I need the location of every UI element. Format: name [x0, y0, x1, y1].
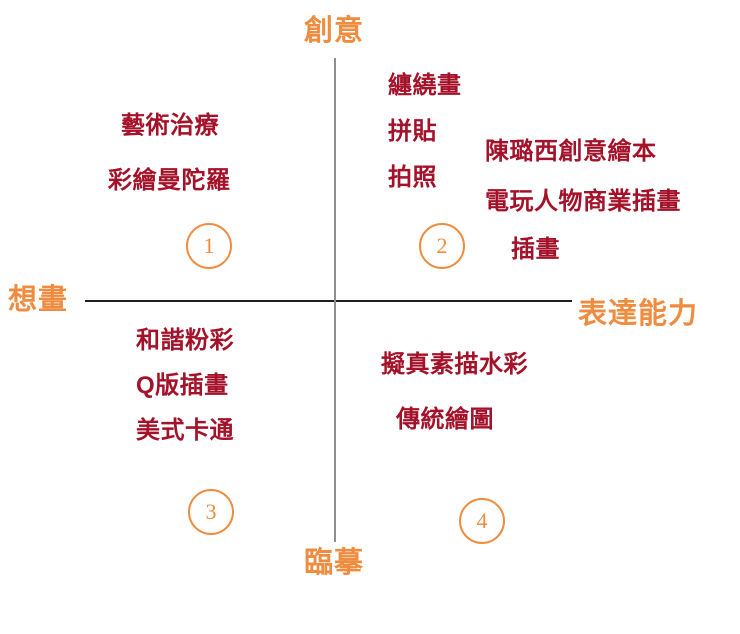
- quadrant-number-badge: 4: [459, 498, 505, 544]
- vertical-axis-line: [334, 58, 336, 542]
- quadrant-item: 傳統繪圖: [396, 406, 494, 433]
- horizontal-axis-line: [85, 300, 572, 302]
- quadrant-item: 美式卡通: [136, 417, 234, 444]
- axis-label-bottom: 臨摹: [303, 547, 364, 579]
- axis-label-right: 表達能力: [578, 298, 699, 330]
- quadrant-number-label: 1: [203, 233, 215, 258]
- quadrant-item: 插畫: [511, 236, 560, 263]
- quadrant-number-label: 4: [476, 508, 488, 533]
- quadrant-item: 拍照: [388, 164, 437, 191]
- axis-label-left: 想畫: [8, 284, 69, 316]
- quadrant-item: 電玩人物商業插畫: [485, 188, 681, 215]
- quadrant-item: 纏繞畫: [388, 72, 462, 99]
- quadrant-item: 拼貼: [388, 118, 437, 145]
- quadrant-item: 陳璐西創意繪本: [485, 138, 657, 165]
- quadrant-item: 彩繪曼陀羅: [108, 167, 231, 194]
- quadrant-number-label: 2: [436, 233, 448, 258]
- axis-label-top: 創意: [303, 15, 364, 47]
- quadrant-item: 和諧粉彩: [136, 327, 234, 354]
- quadrant-item: 擬真素描水彩: [381, 351, 528, 378]
- quadrant-number-badge: 1: [186, 223, 232, 269]
- quadrant-number-badge: 3: [188, 489, 234, 535]
- quadrant-number-label: 3: [205, 499, 217, 524]
- quadrant-item: 藝術治療: [121, 112, 219, 139]
- quadrant-item: Q版插畫: [136, 372, 229, 399]
- quadrant-number-badge: 2: [419, 223, 465, 269]
